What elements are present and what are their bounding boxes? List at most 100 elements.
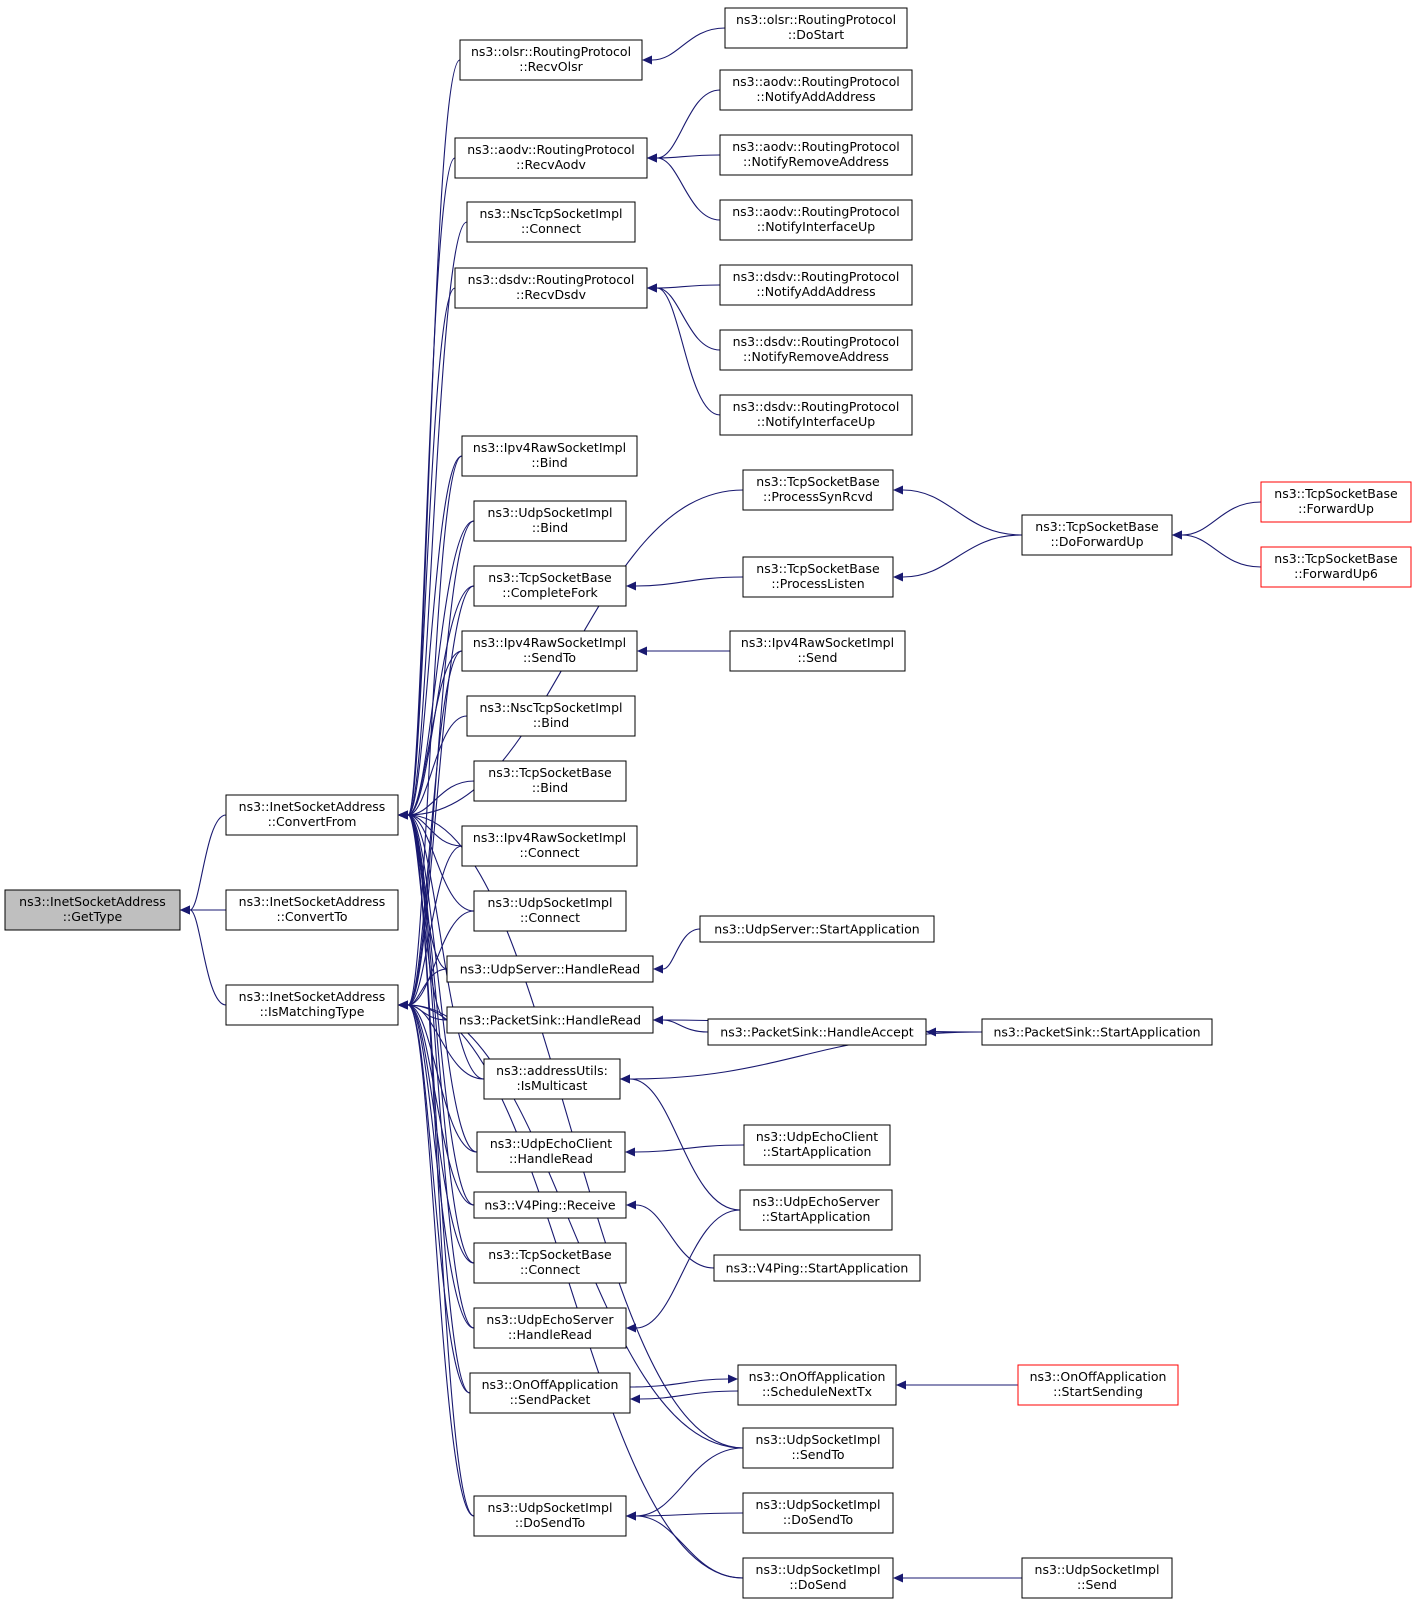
node-n2[interactable]: ns3::InetSocketAddress::ConvertTo	[225, 889, 399, 931]
node-n33[interactable]: ns3::TcpSocketBase::ProcessListen	[742, 556, 894, 598]
node-label-line1: ns3::TcpSocketBase	[1274, 551, 1398, 566]
node-label-line1: ns3::dsdv::RoutingProtocol	[733, 399, 900, 414]
node-n45[interactable]: ns3::PacketSink::StartApplication	[981, 1018, 1213, 1046]
node-box	[742, 469, 894, 511]
node-label-line2: ::NotifyInterfaceUp	[757, 219, 875, 234]
node-n8[interactable]: ns3::Ipv4RawSocketImpl::Bind	[461, 435, 638, 477]
node-label-line2: ::Connect	[520, 1262, 580, 1277]
node-n23[interactable]: ns3::OnOffApplication::SendPacket	[469, 1372, 631, 1414]
node-label-line2: ::NotifyAddAddress	[756, 284, 875, 299]
node-n18[interactable]: ns3::addressUtils::IsMulticast	[483, 1058, 621, 1100]
node-box	[473, 1242, 627, 1284]
arrowhead-n40-to-n23	[630, 1394, 640, 1404]
node-label-line1: ns3::aodv::RoutingProtocol	[467, 142, 635, 157]
node-n36[interactable]: ns3::PacketSink::HandleAccept	[707, 1018, 927, 1046]
node-n7[interactable]: ns3::dsdv::RoutingProtocol::RecvDsdv	[454, 267, 648, 309]
node-n27[interactable]: ns3::aodv::RoutingProtocol::NotifyRemove…	[719, 134, 913, 176]
node-n29[interactable]: ns3::dsdv::RoutingProtocol::NotifyAddAdd…	[719, 264, 913, 306]
node-box	[743, 1124, 891, 1166]
node-n12[interactable]: ns3::NscTcpSocketImpl::Bind	[466, 695, 636, 737]
edge-n23-to-n1	[407, 814, 471, 1394]
node-label-line2: ::NotifyAddAddress	[756, 89, 875, 104]
edge-n20-to-n3	[407, 1004, 475, 1206]
edge-n19-to-n1	[407, 814, 478, 1153]
arrowhead-n43-to-n3	[398, 1000, 408, 1010]
node-n3[interactable]: ns3::InetSocketAddress::IsMatchingType	[225, 984, 399, 1026]
node-label-line1: ns3::UdpSocketImpl	[488, 1500, 613, 1515]
node-n42[interactable]: ns3::UdpSocketImpl::DoSendTo	[742, 1492, 894, 1534]
node-n44[interactable]: ns3::TcpSocketBase::DoForwardUp	[1021, 514, 1173, 556]
node-n5[interactable]: ns3::aodv::RoutingProtocol::RecvAodv	[454, 137, 648, 179]
node-n9[interactable]: ns3::UdpSocketImpl::Bind	[473, 500, 627, 542]
node-label-line2: ::GetType	[63, 909, 123, 924]
edge-n24-to-n1	[407, 814, 475, 1517]
edge-n23-to-n3	[407, 1004, 471, 1394]
node-box	[742, 556, 894, 598]
node-n11[interactable]: ns3::Ipv4RawSocketImpl::SendTo	[461, 630, 638, 672]
node-n15[interactable]: ns3::UdpSocketImpl::Connect	[473, 890, 627, 932]
node-n21[interactable]: ns3::TcpSocketBase::Connect	[473, 1242, 627, 1284]
node-n6[interactable]: ns3::NscTcpSocketImpl::Connect	[466, 201, 636, 243]
node-n14[interactable]: ns3::Ipv4RawSocketImpl::Connect	[461, 825, 638, 867]
node-n48[interactable]: ns3::TcpSocketBase::ForwardUp	[1260, 481, 1412, 523]
node-label-line1: ns3::UdpSocketImpl	[488, 895, 613, 910]
arrowhead-n37-to-n19	[625, 1147, 635, 1157]
node-n13[interactable]: ns3::TcpSocketBase::Bind	[473, 760, 627, 802]
node-n26[interactable]: ns3::aodv::RoutingProtocol::NotifyAddAdd…	[719, 69, 913, 111]
node-n1[interactable]: ns3::InetSocketAddress::ConvertFrom	[225, 794, 399, 836]
node-label-line2: ::Bind	[532, 520, 568, 535]
node-n28[interactable]: ns3::aodv::RoutingProtocol::NotifyInterf…	[719, 199, 913, 241]
edge-n43-to-n3	[407, 1004, 744, 1579]
node-label: ns3::PacketSink::StartApplication	[993, 1025, 1200, 1040]
node-box	[461, 825, 638, 867]
node-n4[interactable]: ns3::olsr::RoutingProtocol::RecvOlsr	[459, 39, 643, 81]
node-label-line1: ns3::dsdv::RoutingProtocol	[733, 269, 900, 284]
arrowhead-n25-to-n4	[642, 55, 652, 65]
node-n39[interactable]: ns3::V4Ping::StartApplication	[713, 1254, 921, 1282]
node-n46[interactable]: ns3::OnOffApplication::StartSending	[1017, 1364, 1179, 1406]
node-label-line2: ::HandleRead	[509, 1151, 593, 1166]
node-label: ns3::PacketSink::HandleRead	[459, 1013, 641, 1028]
node-label-line2: :IsMulticast	[517, 1078, 588, 1093]
node-box	[466, 695, 636, 737]
node-n40[interactable]: ns3::OnOffApplication::ScheduleNextTx	[737, 1364, 897, 1406]
node-box	[719, 199, 913, 241]
node-n25[interactable]: ns3::olsr::RoutingProtocol::DoStart	[724, 7, 908, 49]
node-n43[interactable]: ns3::UdpSocketImpl::DoSend	[742, 1557, 894, 1599]
edge-n12-to-n1	[407, 715, 468, 816]
node-n32[interactable]: ns3::TcpSocketBase::ProcessSynRcvd	[742, 469, 894, 511]
node-n17[interactable]: ns3::PacketSink::HandleRead	[446, 1006, 654, 1034]
node-box	[699, 915, 935, 943]
node-n20[interactable]: ns3::V4Ping::Receive	[473, 1191, 627, 1219]
node-box	[473, 1191, 627, 1219]
arrowhead-n49-to-n44	[1172, 530, 1182, 540]
node-n35[interactable]: ns3::UdpServer::StartApplication	[699, 915, 935, 943]
node-label-line1: ns3::aodv::RoutingProtocol	[732, 204, 900, 219]
node-box	[473, 760, 627, 802]
node-label-line1: ns3::dsdv::RoutingProtocol	[733, 334, 900, 349]
node-n34[interactable]: ns3::Ipv4RawSocketImpl::Send	[729, 630, 906, 672]
edge-n26-to-n5	[656, 89, 721, 159]
node-n38[interactable]: ns3::UdpEchoServer::StartApplication	[739, 1189, 893, 1231]
node-n47[interactable]: ns3::UdpSocketImpl::Send	[1021, 1557, 1173, 1599]
edge-n38-to-n18	[629, 1078, 741, 1211]
arrowhead-n23-to-n40	[728, 1374, 738, 1384]
node-n37[interactable]: ns3::UdpEchoClient::StartApplication	[743, 1124, 891, 1166]
node-n16[interactable]: ns3::UdpServer::HandleRead	[446, 955, 654, 983]
node-n49[interactable]: ns3::TcpSocketBase::ForwardUp6	[1260, 546, 1412, 588]
node-n19[interactable]: ns3::UdpEchoClient::HandleRead	[476, 1131, 626, 1173]
node-n41[interactable]: ns3::UdpSocketImpl::SendTo	[742, 1427, 894, 1469]
node-n22[interactable]: ns3::UdpEchoServer::HandleRead	[473, 1307, 627, 1349]
node-n10[interactable]: ns3::TcpSocketBase::CompleteFork	[473, 565, 627, 607]
node-n30[interactable]: ns3::dsdv::RoutingProtocol::NotifyRemove…	[719, 329, 913, 371]
edge-n20-to-n1	[407, 814, 475, 1206]
edge-n43-to-n24	[635, 1515, 744, 1579]
node-box	[225, 984, 399, 1026]
node-label-line2: ::SendPacket	[510, 1392, 591, 1407]
node-box	[473, 1495, 627, 1537]
edge-n5-to-n1	[407, 157, 456, 816]
arrowhead-n45-to-n36	[926, 1027, 936, 1037]
node-n31[interactable]: ns3::dsdv::RoutingProtocol::NotifyInterf…	[719, 394, 913, 436]
node-n24[interactable]: ns3::UdpSocketImpl::DoSendTo	[473, 1495, 627, 1537]
node-label: ns3::V4Ping::StartApplication	[726, 1261, 909, 1276]
